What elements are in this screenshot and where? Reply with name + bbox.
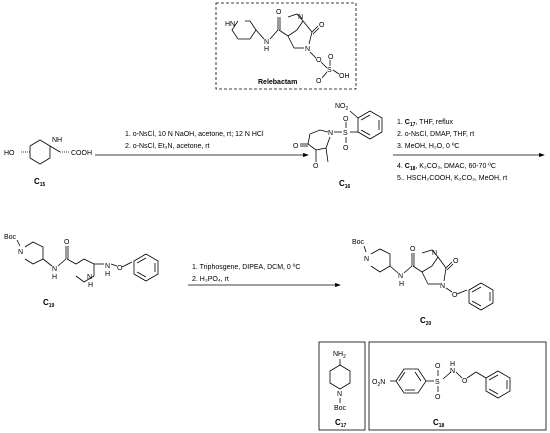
c16-so-o1: O [343, 116, 349, 123]
c16-s: S [343, 130, 348, 137]
compound-c16: NO2 S O O N O O C16 [293, 103, 383, 190]
c16-o-bridge: O [313, 163, 319, 170]
c20-n1: N [432, 250, 437, 257]
c20-n-o-o: O [452, 292, 458, 299]
step3-condition-2: 2. H₃PO₄, rt [192, 276, 229, 283]
relebactam-oh: OH [339, 73, 350, 80]
step1-condition-1: 1. o-NsCl, 10 N NaOH, acetone, rt; 12 N … [125, 131, 264, 138]
c20-boc: Boc [352, 239, 365, 246]
c15-nh-atom: NH [52, 137, 62, 144]
compound-c19: Boc N N H O N H N H O C19 [4, 234, 159, 309]
c19-label: C19 [43, 298, 55, 309]
c19-boc: Boc [4, 234, 17, 241]
relebactam-amide-h: H [264, 46, 269, 53]
c17-box [318, 341, 366, 431]
step2-condition-3: 3. MeOH, H₂O, 0 ºC [397, 143, 459, 150]
relebactam-n1: N [298, 14, 303, 21]
c18-so-o2: O [435, 394, 441, 401]
c18-box [368, 341, 547, 431]
relebactam-structure: HN N H O N N O O S O O OH Relebactam [215, 2, 357, 90]
relebactam-amide-n: N [264, 39, 269, 46]
step2-condition-4: 4. C18, K₂CO₃, DMAC, 60-70 ºC [397, 163, 496, 172]
c18-nh-n: N [450, 368, 455, 375]
c19-n-o-n: N [105, 263, 110, 270]
relebactam-urea-o: O [319, 22, 325, 29]
c16-o-ketone: O [293, 143, 299, 150]
c15-cooh-atom: COOH [71, 150, 92, 157]
compound-c18: O2N S O O H N O C18 [368, 341, 547, 431]
step2-condition-5: 5.. HSCH₂COOH, K₂CO₃, MeOH, rt [397, 175, 507, 182]
step1-condition-2: 2. o-NsCl, Et₃N, acetone, rt [125, 143, 210, 150]
c18-o: O [462, 378, 468, 385]
c17-nh2: NH2 [333, 351, 346, 360]
c19-ring-h: H [88, 282, 93, 289]
relebactam-label: Relebactam [258, 79, 297, 86]
relebactam-dashed-box [215, 2, 357, 90]
c19-amide-o: O [64, 239, 70, 246]
c20-label: C20 [420, 316, 432, 327]
c18-label: C18 [433, 418, 445, 429]
c16-so-o2: O [343, 145, 349, 152]
c16-label: C16 [339, 179, 351, 190]
c19-n-pip: N [18, 249, 23, 256]
compound-c20: Boc N N H O N N O O C20 [352, 239, 494, 327]
step2-condition-1: 1. C17, THF, reflux [397, 119, 454, 128]
c16-n: N [328, 130, 333, 137]
c19-amide-n: N [52, 266, 57, 273]
c18-o2n: O2N [372, 379, 385, 388]
compound-c15: NH HO COOH C15 [4, 137, 92, 188]
c20-n2: N [440, 283, 445, 290]
c20-urea-o: O [453, 258, 459, 265]
c17-n: N [337, 391, 342, 398]
relebactam-s-o2: O [316, 78, 322, 85]
c17-label: C17 [335, 418, 347, 429]
c18-so-o1: O [435, 363, 441, 370]
c15-ho-atom: HO [4, 150, 15, 157]
c15-label: C15 [34, 177, 46, 188]
c19-ring-n: N [87, 274, 92, 281]
relebactam-n2: N [305, 46, 310, 53]
c20-amide-n: N [398, 273, 403, 280]
step2-condition-2: 2. o-NsCl, DMAP, THF, rt [397, 131, 474, 138]
relebactam-amide-o: O [276, 9, 282, 16]
relebactam-s: S [327, 67, 332, 74]
relebactam-n-o: O [316, 57, 322, 64]
c16-no2: NO2 [335, 103, 349, 112]
c17-boc: Boc [334, 405, 347, 412]
relebactam-s-o1: O [328, 54, 334, 61]
c20-n-pip: N [364, 256, 369, 263]
relebactam-hn-atom: HN [225, 21, 235, 28]
c18-nh-h: H [450, 361, 455, 368]
c19-n-o-o: O [117, 265, 123, 272]
compound-c17: NH2 N Boc C17 [318, 341, 366, 431]
c20-amide-o: O [410, 246, 416, 253]
c18-s: S [435, 379, 440, 386]
c19-amide-h: H [52, 274, 57, 281]
c19-n-o-h: H [105, 271, 110, 278]
c20-amide-h: H [399, 281, 404, 288]
step3-condition-1: 1. Triphosgene, DIPEA, DCM, 0 ºC [192, 264, 300, 271]
